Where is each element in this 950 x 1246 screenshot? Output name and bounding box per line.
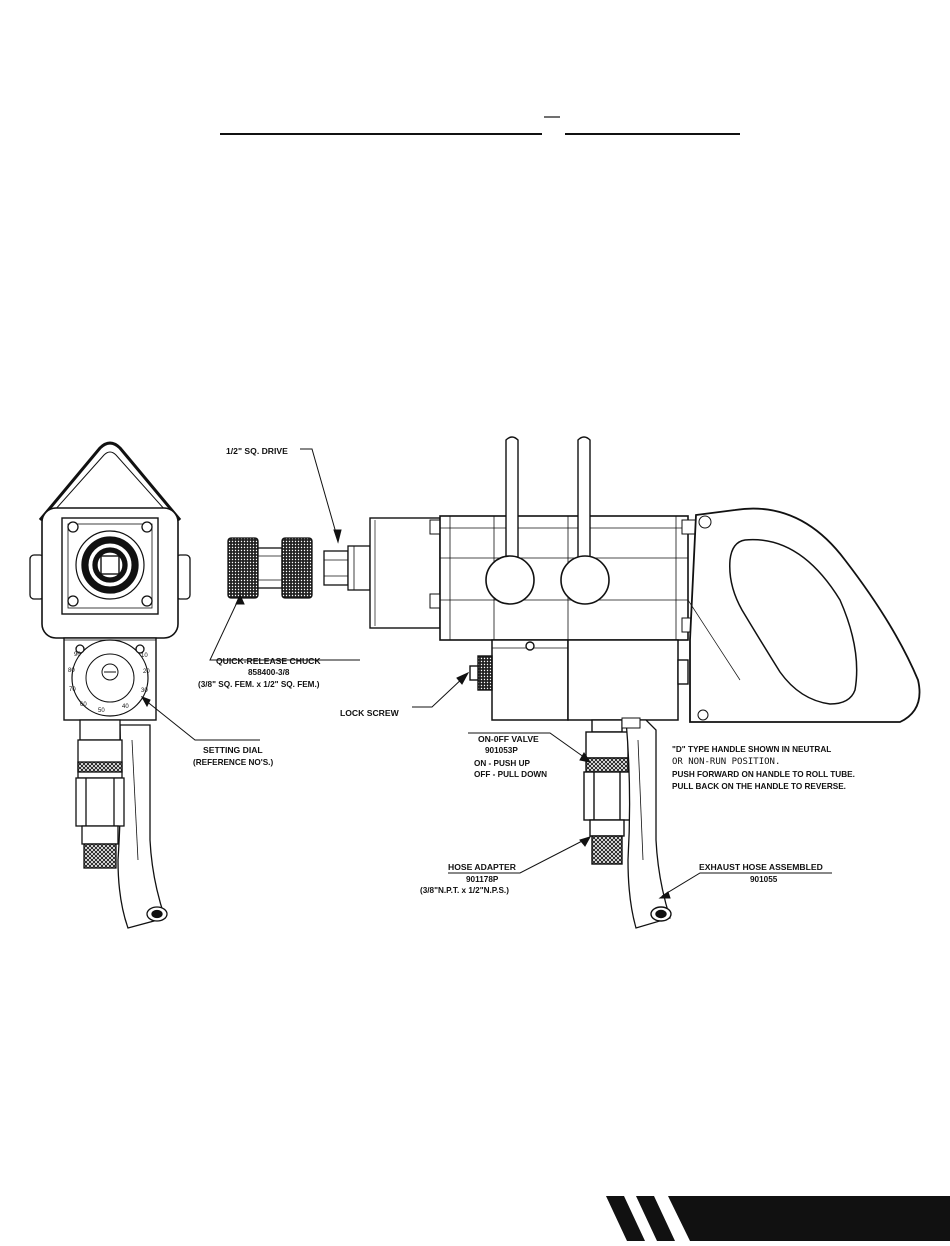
dial-number: 30 bbox=[141, 688, 148, 694]
label-handle-note-3: PUSH FORWARD ON HANDLE TO ROLL TUBE. bbox=[672, 770, 855, 779]
label-hose-adapter-spec: (3/8"N.P.T. x 1/2"N.P.S.) bbox=[420, 886, 509, 895]
label-chuck-spec: (3/8" SQ. FEM. x 1/2" SQ. FEM.) bbox=[198, 680, 320, 689]
label-valve-off: OFF - PULL DOWN bbox=[474, 770, 547, 779]
dial-number: 70 bbox=[69, 687, 76, 693]
label-chuck-title: QUICK-RELEASE CHUCK bbox=[216, 656, 321, 666]
front-view-tool bbox=[29, 441, 191, 929]
label-handle-note-1: "D" TYPE HANDLE SHOWN IN NEUTRAL bbox=[672, 745, 831, 754]
quick-release-chuck-drawing bbox=[227, 537, 313, 599]
label-valve-part: 901053P bbox=[485, 746, 518, 755]
dial-number: 50 bbox=[98, 708, 105, 714]
dial-number: 90 bbox=[74, 652, 81, 658]
label-lock-screw: LOCK SCREW bbox=[340, 708, 400, 718]
footer-stripes bbox=[606, 1196, 950, 1241]
label-hose-adapter-part: 901178P bbox=[466, 875, 499, 884]
dial-number: 80 bbox=[68, 668, 75, 674]
label-valve-on: ON - PUSH UP bbox=[474, 759, 530, 768]
label-setting-dial-ref: (REFERENCE NO'S.) bbox=[193, 758, 273, 767]
label-valve-title: ON-0FF VALVE bbox=[478, 734, 539, 744]
label-setting-dial: SETTING DIAL bbox=[203, 745, 263, 755]
dial-number: 10 bbox=[141, 653, 148, 659]
label-exhaust-part: 901055 bbox=[750, 875, 778, 884]
square-drive-drawing bbox=[323, 545, 371, 591]
label-handle-note-2: OR NON-RUN POSITION. bbox=[672, 757, 780, 767]
side-view-tool bbox=[369, 436, 921, 929]
header-rules bbox=[220, 116, 740, 135]
dial-number: 40 bbox=[122, 704, 129, 710]
label-handle-note-4: PULL BACK ON THE HANDLE TO REVERSE. bbox=[672, 782, 846, 791]
leader-lines bbox=[140, 448, 832, 899]
dial-number: 60 bbox=[80, 702, 87, 708]
label-hose-adapter-title: HOSE ADAPTER bbox=[448, 862, 517, 872]
label-chuck-part: 858400-3/8 bbox=[248, 668, 290, 677]
dial-scale: 90 10 80 20 70 30 60 50 40 bbox=[68, 652, 150, 714]
label-exhaust-title: EXHAUST HOSE ASSEMBLED bbox=[699, 862, 823, 872]
callout-labels: 1/2" SQ. DRIVE QUICK-RELEASE CHUCK 85840… bbox=[193, 446, 855, 895]
label-square-drive: 1/2" SQ. DRIVE bbox=[226, 446, 288, 456]
dial-number: 20 bbox=[143, 669, 150, 675]
